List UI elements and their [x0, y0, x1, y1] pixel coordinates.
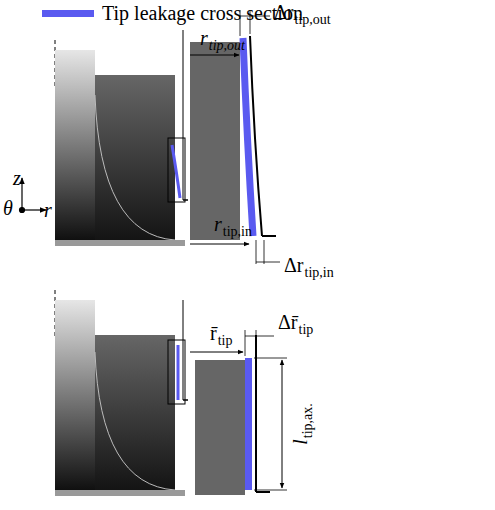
subscript-text: tip,in	[223, 225, 252, 239]
dimension-label: θ	[3, 198, 13, 218]
dimension-label: Δrtip,in	[284, 255, 334, 275]
dimension-label: z	[13, 168, 21, 188]
subscript-text: tip	[299, 323, 314, 337]
symbol-text: z	[13, 168, 21, 188]
symbol-text: Δr̄	[278, 312, 298, 332]
subscript-text: tip,in	[305, 266, 334, 280]
symbol-text: r	[200, 28, 208, 48]
dimension-label: r	[44, 200, 52, 220]
dimension-label: r̄tip	[210, 323, 232, 343]
legend-text: Tip leakage cross section	[102, 2, 303, 25]
dimension-label: Δr̄tip	[278, 312, 313, 332]
dimension-label: ltip,ax.	[290, 403, 310, 445]
symbol-text: Δr	[284, 255, 304, 275]
dimension-label: rtip,out	[200, 28, 245, 48]
legend: Tip leakage cross section	[42, 2, 303, 25]
curved-tip-overview	[55, 30, 188, 246]
axes	[20, 178, 47, 213]
straight-tip-detail	[190, 330, 287, 495]
subscript-text: tip,out	[295, 13, 331, 27]
symbol-text: r̄	[210, 323, 217, 343]
subscript-text: tip,ax.	[301, 403, 315, 438]
subscript-text: tip,out	[209, 39, 245, 53]
dimension-label: Δrtip,out	[274, 2, 331, 22]
symbol-text: Δr	[274, 2, 294, 22]
symbol-text: r	[44, 200, 52, 220]
subscript-text: tip	[218, 334, 233, 348]
curved-tip-detail	[190, 10, 280, 264]
legend-swatch	[42, 10, 94, 17]
symbol-text: r	[214, 214, 222, 234]
symbol-text: θ	[3, 198, 13, 218]
straight-tip-overview	[55, 290, 188, 496]
symbol-text: l	[290, 439, 310, 445]
dimension-label: rtip,in	[214, 214, 252, 234]
